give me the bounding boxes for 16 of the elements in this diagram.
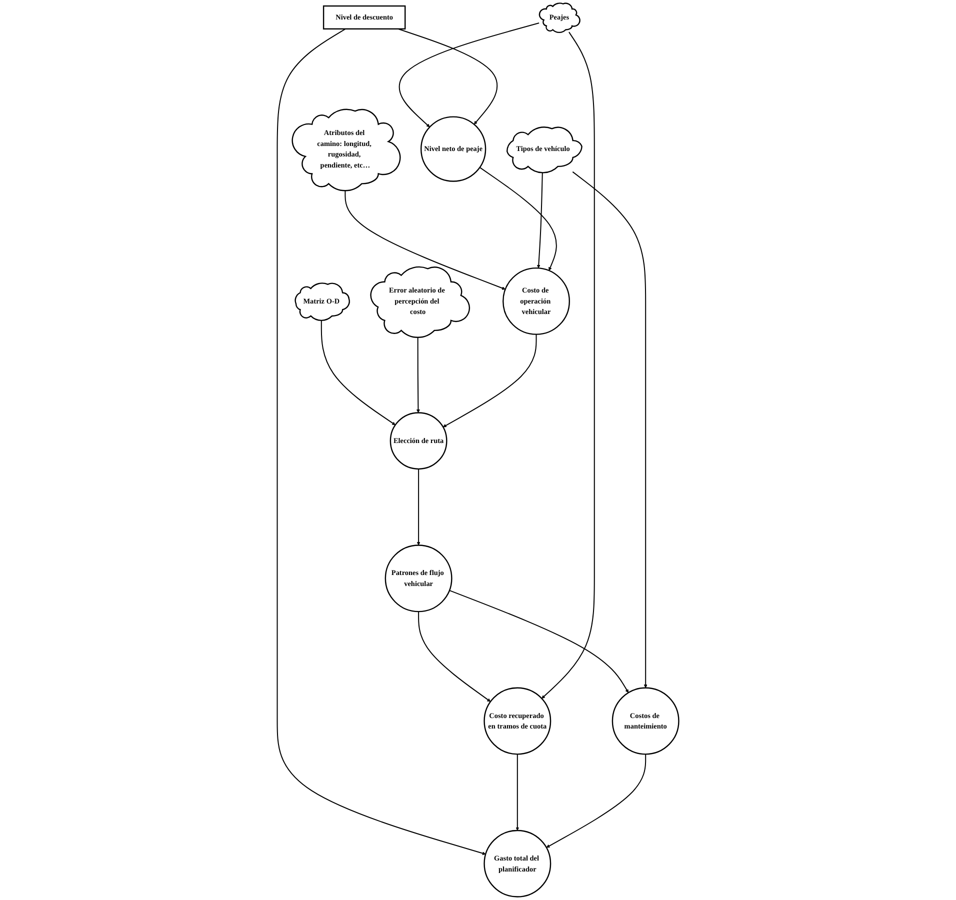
arrow [449, 590, 629, 693]
arrow [516, 754, 520, 831]
arrow [542, 32, 595, 699]
arrow [480, 167, 557, 271]
arrow [276, 28, 486, 855]
arrow [320, 320, 396, 426]
arrow [398, 22, 540, 128]
arrow [416, 336, 420, 413]
arrow [546, 754, 646, 848]
arrow [398, 28, 498, 125]
arrow [572, 171, 648, 688]
arrow [536, 172, 543, 268]
arrow [344, 190, 506, 290]
arrow [416, 468, 420, 546]
arrow [418, 612, 491, 702]
arrow [442, 334, 537, 428]
